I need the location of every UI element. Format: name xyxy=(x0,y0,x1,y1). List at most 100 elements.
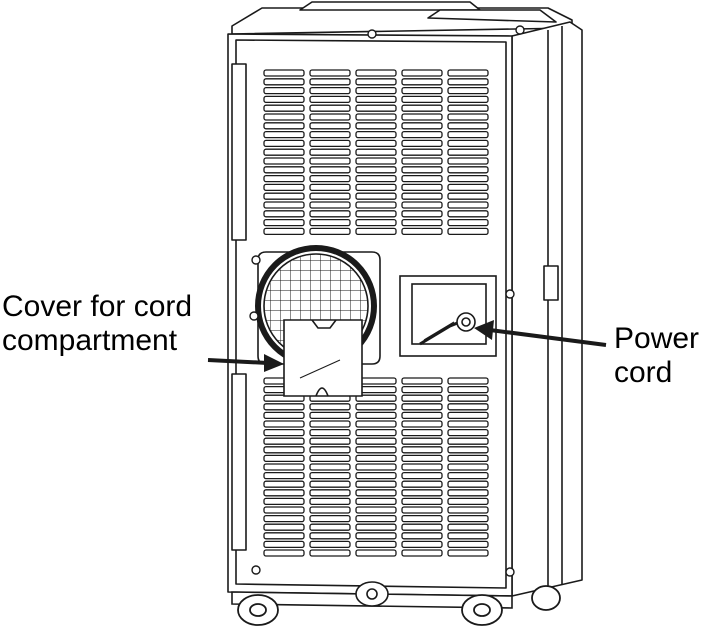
grille-slot xyxy=(355,437,397,445)
grille-slot xyxy=(401,78,443,86)
grille-slot xyxy=(263,78,305,86)
grille-slot xyxy=(447,157,489,165)
grille-slot xyxy=(263,218,305,227)
grille-slot xyxy=(309,174,351,183)
power-label-line-2: cord xyxy=(614,356,673,389)
grille-slot xyxy=(263,122,305,130)
grille-slot xyxy=(263,514,305,523)
grille-slot xyxy=(309,227,351,236)
grille-slot xyxy=(309,95,351,104)
grille-slot xyxy=(355,86,397,95)
grille-slot xyxy=(355,549,397,557)
cover-label-line-2: compartment xyxy=(2,324,178,357)
grille-slot xyxy=(263,210,305,218)
grille-slot xyxy=(309,540,351,549)
grille-slot xyxy=(309,454,351,463)
arrow-to-cover xyxy=(207,354,284,372)
grille-slot xyxy=(263,497,305,506)
grille-slot xyxy=(401,122,443,130)
cover-label-line-1: Cover for cord xyxy=(2,290,193,323)
grille-slot xyxy=(401,549,443,557)
grille-slot xyxy=(263,183,305,192)
grille-slot xyxy=(447,463,489,471)
grille-slot xyxy=(401,403,443,411)
grille-slot xyxy=(447,210,489,218)
grille-slot xyxy=(355,446,397,454)
grille-slot xyxy=(401,218,443,227)
grille-slot xyxy=(355,471,397,480)
grille-slot xyxy=(263,95,305,104)
grille-slot xyxy=(355,480,397,488)
grille-slot xyxy=(309,122,351,130)
grille-slot xyxy=(309,86,351,95)
grille-slot xyxy=(401,148,443,156)
grille-slot xyxy=(263,104,305,112)
grille-slot xyxy=(401,192,443,200)
grille-slot xyxy=(309,201,351,209)
grille-slot xyxy=(309,403,351,411)
grille-slot xyxy=(263,227,305,236)
grille-slot xyxy=(401,514,443,523)
grille-slot xyxy=(401,437,443,445)
grille-slot xyxy=(263,420,305,428)
grille-slot xyxy=(355,104,397,112)
grille-slot xyxy=(355,489,397,497)
grille-slot xyxy=(355,218,397,227)
grille-slot xyxy=(447,183,489,192)
grille-slot xyxy=(263,192,305,200)
grille-slot xyxy=(263,130,305,139)
grille-slot xyxy=(401,104,443,112)
grille-slot xyxy=(447,471,489,480)
grille-slot xyxy=(355,497,397,506)
grille-slot xyxy=(401,506,443,514)
left-trim-upper xyxy=(231,63,247,241)
grille-slot xyxy=(401,210,443,218)
grille-slot xyxy=(309,446,351,454)
grille-slot xyxy=(401,166,443,174)
grille-slot xyxy=(447,69,489,77)
grille-slot xyxy=(355,403,397,411)
grille-slot xyxy=(447,201,489,209)
grille-slot xyxy=(401,428,443,437)
grille-slot xyxy=(263,174,305,183)
grille-slot xyxy=(309,480,351,488)
grille-slot xyxy=(447,377,489,385)
grille-slot xyxy=(309,104,351,112)
grille-slot xyxy=(355,227,397,236)
grille-slot xyxy=(263,489,305,497)
arrow-to-power-cord xyxy=(474,320,607,347)
grille-slot xyxy=(401,157,443,165)
grille-slot xyxy=(401,463,443,471)
grille-slot xyxy=(309,549,351,557)
grille-slot xyxy=(401,139,443,148)
grille-slot xyxy=(401,69,443,77)
grille-slot xyxy=(355,428,397,437)
grille-slot xyxy=(309,78,351,86)
grille-slot xyxy=(447,489,489,497)
grille-slot xyxy=(263,166,305,174)
grille-slot xyxy=(263,411,305,420)
grille-slot xyxy=(355,78,397,86)
grille-slot xyxy=(447,104,489,112)
grille-slot xyxy=(401,523,443,531)
screw xyxy=(251,565,261,575)
grille-slot xyxy=(355,148,397,156)
grille-slot xyxy=(401,532,443,540)
grille-slot xyxy=(263,446,305,454)
grille-slot xyxy=(355,463,397,471)
grille-slot xyxy=(447,437,489,445)
grille-slot xyxy=(447,139,489,148)
grille-slot xyxy=(447,148,489,156)
grille-slot xyxy=(309,69,351,77)
grille-slot xyxy=(355,532,397,540)
grille-slot xyxy=(309,139,351,148)
grille-slot xyxy=(309,210,351,218)
grille-slot xyxy=(401,420,443,428)
grille-slot xyxy=(263,69,305,77)
side-panel-edge xyxy=(547,26,563,588)
grille-slot xyxy=(447,506,489,514)
grille-slot xyxy=(401,454,443,463)
grille-slot xyxy=(355,201,397,209)
grille-slot xyxy=(447,113,489,121)
grille-slot xyxy=(447,174,489,183)
